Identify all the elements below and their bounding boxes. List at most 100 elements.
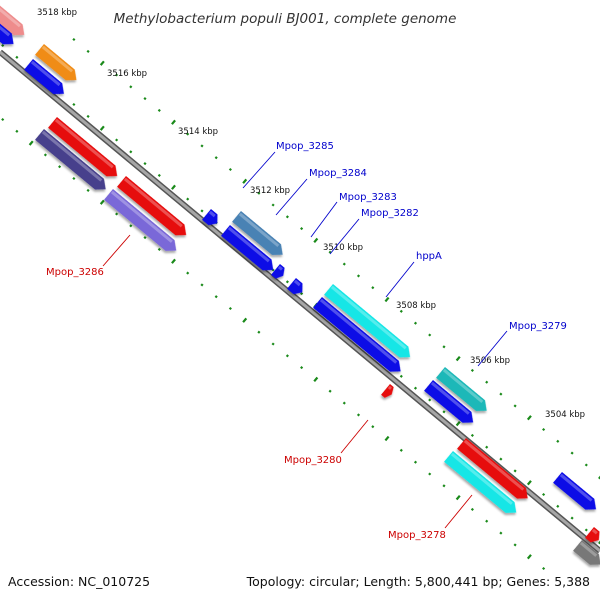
gene-arrow xyxy=(271,264,285,279)
tick-label-3504: 3504 kbp xyxy=(545,410,585,420)
genome-summary-text: Topology: circular; Length: 5,800,441 bp… xyxy=(246,574,590,589)
gene-label-mpop-3285: Mpop_3285 xyxy=(276,141,334,152)
tick-mark xyxy=(470,368,474,372)
tick-mark xyxy=(513,469,517,473)
tick-label-3516: 3516 kbp xyxy=(107,69,147,79)
gene-label-mpop-3282: Mpop_3282 xyxy=(361,208,419,219)
tick-label-3510: 3510 kbp xyxy=(323,243,363,253)
tick-mark xyxy=(513,543,517,547)
tick-mark xyxy=(285,280,289,284)
tick-mark xyxy=(115,138,119,142)
tick-label-3514: 3514 kbp xyxy=(178,127,218,137)
gene-arrow xyxy=(48,117,118,177)
gene-arrow-body xyxy=(232,211,283,255)
tick-mark xyxy=(485,380,489,384)
gene-arrow-body xyxy=(221,225,274,271)
gene-arrow-body xyxy=(271,264,285,279)
gene-arrow xyxy=(553,472,596,510)
tick-mark xyxy=(171,184,176,190)
gene-arrow-highlight xyxy=(559,473,593,502)
gene-arrow xyxy=(573,540,600,565)
tick-mark xyxy=(72,102,76,107)
tick-mark xyxy=(470,507,474,511)
gene-arrow-highlight xyxy=(41,45,74,73)
tick-mark xyxy=(384,296,390,303)
gene-label-mpop-3279: Mpop_3279 xyxy=(509,321,567,332)
tick-marks xyxy=(1,37,600,571)
tick-mark xyxy=(499,457,503,461)
tick-mark xyxy=(526,554,532,560)
gene-arrow-body xyxy=(35,44,77,81)
tick-mark xyxy=(228,306,232,311)
tick-mark xyxy=(28,140,34,146)
gene-labels: Mpop_3285 Mpop_3284 Mpop_3283 Mpop_3282 … xyxy=(46,141,567,541)
tick-mark xyxy=(214,295,218,299)
gene-arrow xyxy=(457,438,528,499)
tick-mark xyxy=(413,460,418,464)
tick-mark xyxy=(186,132,190,136)
tick-mark xyxy=(526,415,532,421)
tick-mark xyxy=(413,386,418,390)
tick-mark xyxy=(129,224,133,228)
gene-arrow xyxy=(444,451,517,513)
gene-arrow-body xyxy=(553,472,596,510)
tick-mark xyxy=(129,150,133,154)
tick-mark xyxy=(99,125,105,131)
gene-features xyxy=(0,4,600,565)
gene-arrow-highlight xyxy=(319,298,398,364)
gene-arrow xyxy=(0,22,14,45)
tick-mark xyxy=(129,85,133,89)
tick-mark xyxy=(584,463,588,467)
gene-arrow-body xyxy=(424,380,474,423)
gene-arrow-highlight xyxy=(41,130,103,182)
gene-arrow-highlight xyxy=(387,385,392,390)
tick-mark xyxy=(1,43,5,48)
gene-arrow-body xyxy=(381,384,394,398)
tick-mark xyxy=(399,448,403,452)
tick-mark xyxy=(157,173,161,177)
tick-mark xyxy=(455,494,461,501)
gene-arrow-highlight xyxy=(123,177,183,228)
tick-mark xyxy=(43,153,47,157)
gene-arrow xyxy=(585,527,600,543)
tick-mark xyxy=(186,197,190,201)
tick-mark xyxy=(186,271,190,275)
gene-arrow-body xyxy=(48,117,118,177)
tick-mark xyxy=(526,480,532,486)
gene-arrow-highlight xyxy=(277,265,283,271)
tick-mark xyxy=(143,97,147,101)
tick-mark xyxy=(598,474,600,480)
gene-arrow xyxy=(313,297,401,372)
gene-arrow-body xyxy=(117,176,187,236)
tick-mark xyxy=(584,528,588,532)
gene-arrow xyxy=(24,59,64,95)
tick-mark xyxy=(399,309,403,313)
gene-arrow xyxy=(202,209,218,226)
gene-arrow-highlight xyxy=(579,541,598,557)
accession-text: Accession: NC_010725 xyxy=(8,574,150,589)
tick-mark xyxy=(228,167,232,172)
tick-mark xyxy=(86,188,90,192)
tick-mark xyxy=(384,435,390,442)
tick-mark xyxy=(300,366,304,370)
gene-label-mpop-3284: Mpop_3284 xyxy=(309,168,367,179)
gene-arrow xyxy=(436,367,487,411)
tick-mark xyxy=(15,55,19,59)
gene-arrow-body xyxy=(0,4,25,36)
tick-mark xyxy=(171,119,176,125)
gene-arrow-highlight xyxy=(54,118,114,169)
tick-mark xyxy=(399,374,403,378)
tick-mark xyxy=(257,330,261,334)
gene-arrow-body xyxy=(324,284,411,358)
tick-mark xyxy=(442,484,446,488)
tick-mark xyxy=(115,212,119,216)
tick-label-3518: 3518 kbp xyxy=(37,8,77,18)
tick-mark xyxy=(485,445,489,449)
tick-mark xyxy=(200,209,204,213)
tick-mark xyxy=(542,566,546,571)
tick-mark xyxy=(157,108,161,112)
gene-arrow-highlight xyxy=(227,226,270,263)
tick-mark xyxy=(485,519,489,523)
tick-mark xyxy=(285,354,289,358)
